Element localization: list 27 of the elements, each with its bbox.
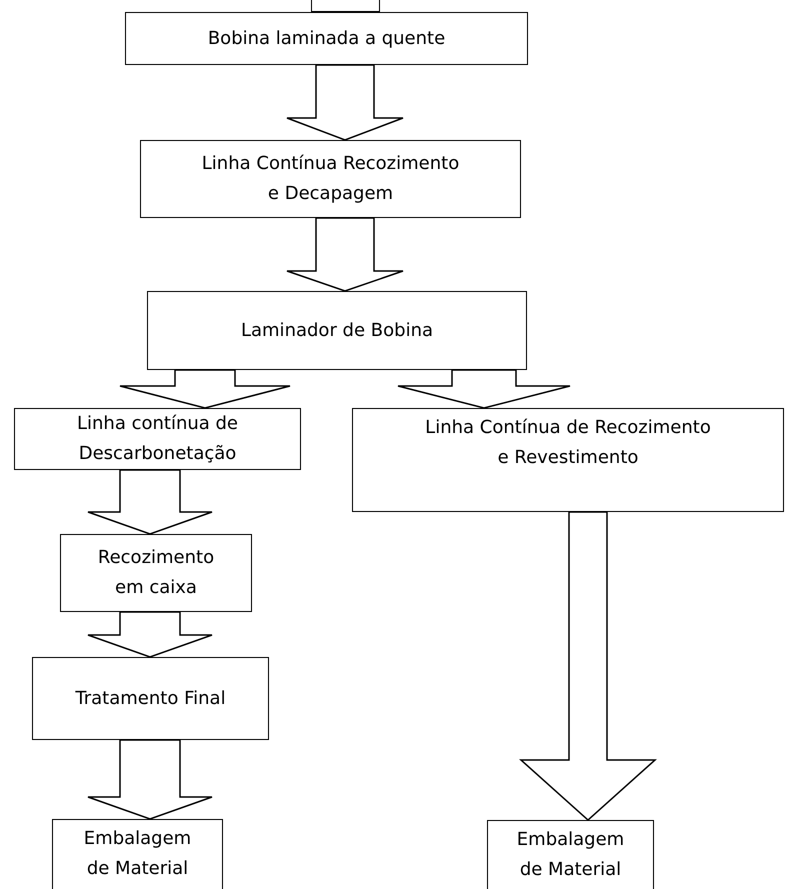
box-label: Embalagem de Material: [516, 828, 626, 882]
box-label: Laminador de Bobina: [240, 318, 434, 342]
box-label: Embalagem de Material: [82, 827, 192, 881]
block-arrow: [87, 611, 213, 658]
box-label: Linha Contínua Recozimento e Decapagem: [200, 152, 460, 206]
block-arrow: [286, 217, 404, 292]
box-label: Recozimento em caixa: [96, 546, 216, 600]
block-arrow: [286, 64, 404, 141]
block-arrow: [119, 369, 291, 409]
box-label: Bobina laminada a quente: [208, 26, 446, 50]
process-box: [140, 140, 521, 218]
block-arrow: [87, 469, 213, 535]
block-arrow: [519, 511, 657, 821]
box-label: Linha contínua de Descarbonetação: [76, 412, 240, 466]
process-box: [52, 819, 223, 889]
box-label: Linha Contínua de Recozimento e Revestimento: [424, 416, 712, 470]
process-box: [125, 12, 528, 65]
process-box: [487, 820, 654, 889]
process-box: [14, 408, 301, 470]
process-box: [147, 291, 527, 370]
block-arrow: [397, 369, 571, 409]
empty-box: [311, 0, 380, 12]
process-box: [32, 657, 269, 740]
box-label: Tratamento Final: [75, 686, 226, 710]
process-box: [352, 408, 784, 512]
block-arrow: [87, 739, 213, 820]
process-box: [60, 534, 252, 612]
